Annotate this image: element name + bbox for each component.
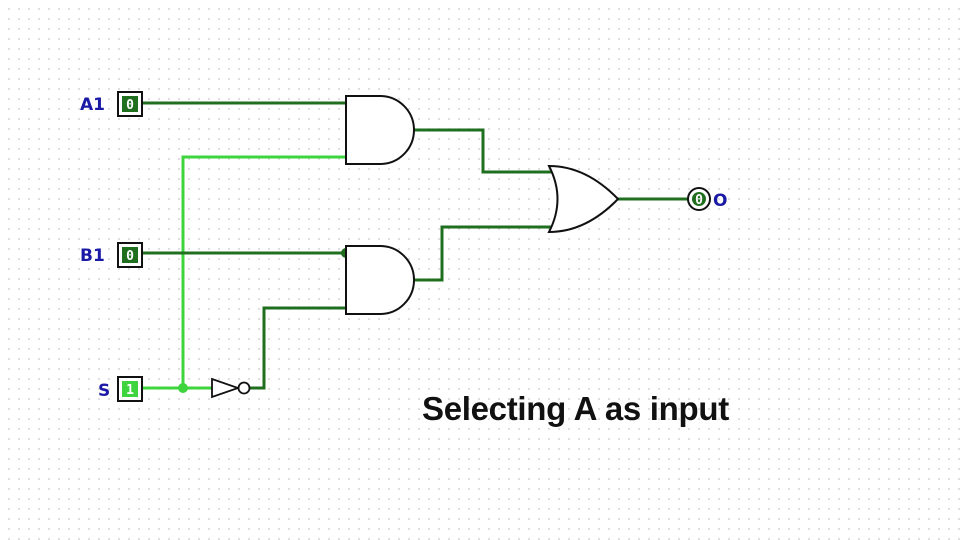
output-pin-o: 0 (687, 187, 711, 211)
input-s-value: 1 (126, 383, 134, 398)
wire-s-to-and1 (142, 155, 346, 390)
slide-caption: Selecting A as input (422, 390, 729, 427)
wire-and2-to-or (414, 225, 556, 282)
wire-and1-to-or (414, 128, 556, 174)
output-value: 0 (695, 193, 703, 208)
output-label: O (713, 191, 727, 211)
and-gate-1[interactable] (345, 95, 415, 165)
input-s-label: S (98, 381, 110, 401)
not-gate-bubble (237, 381, 251, 395)
input-a-value: 0 (126, 98, 134, 113)
input-pin-a[interactable]: 0 (117, 91, 143, 117)
or-gate[interactable] (547, 164, 620, 234)
not-gate[interactable] (211, 377, 241, 399)
input-a-label: A1 (80, 95, 105, 115)
junction-dot-s (178, 383, 188, 393)
input-pin-b[interactable]: 0 (117, 242, 143, 268)
input-b-label: B1 (80, 246, 105, 266)
input-b-value: 0 (126, 249, 134, 264)
input-pin-s[interactable]: 1 (117, 376, 143, 402)
wire-not-to-and2 (250, 306, 346, 390)
and-gate-2[interactable] (345, 245, 415, 315)
